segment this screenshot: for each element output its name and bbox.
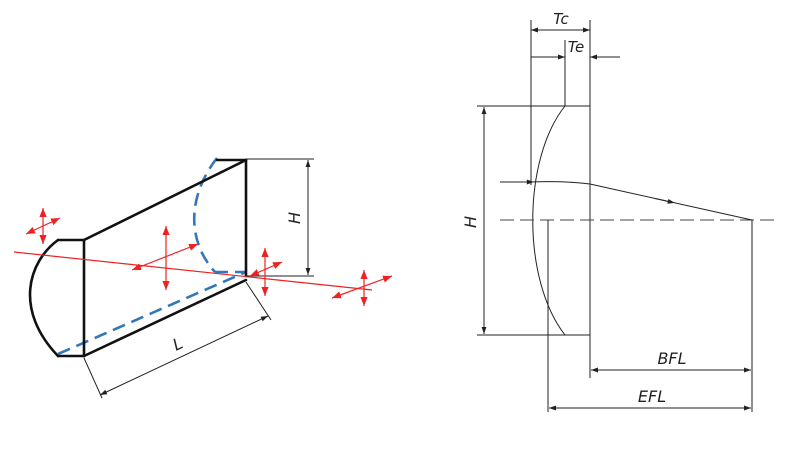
polarization-arrow-1 [25,208,61,244]
polarization-arrows [25,208,393,306]
ray-trace [500,179,753,221]
effective-focal-length-label: EFL [638,387,666,406]
length-dimension: L [83,281,272,399]
length-label: L [170,334,186,355]
height-dimension-right: H [461,105,565,336]
principal-plane [547,220,753,412]
height-label-right: H [461,216,480,228]
lens-profile [532,40,591,336]
hidden-back-curve [192,157,219,273]
effective-focal-length-dimension: EFL [549,387,751,411]
optical-axis [13,251,373,291]
polarization-arrow-2 [131,226,199,290]
lens-outline [28,158,248,358]
height-label-left: H [285,212,304,224]
polarization-arrow-3 [249,248,283,296]
center-thickness-label: Tc [553,10,569,28]
profile-lens-view: Tc Te H BFL EFL [461,10,776,412]
edge-thickness-label: Te [568,38,585,56]
center-thickness-dimension: Tc [530,10,591,185]
height-dimension-left: H [246,158,314,277]
edge-thickness-dimension: Te [531,38,620,60]
back-focal-length-dimension: BFL [589,335,751,378]
isometric-lens-view: H L [13,157,393,399]
polarization-arrow-4 [331,270,393,306]
hidden-bottom-edge [57,270,247,356]
back-focal-length-label: BFL [657,349,686,368]
